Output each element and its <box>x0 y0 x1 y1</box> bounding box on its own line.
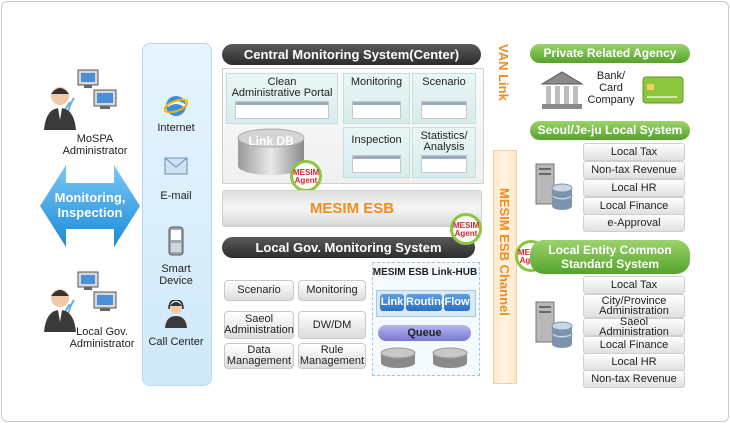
seoul-jeju-title: Seoul/Je-ju Local System <box>530 121 690 140</box>
entity-item: Non-tax Revenue <box>583 370 685 388</box>
scenario-screenshot <box>421 101 467 119</box>
email-icon <box>164 157 188 175</box>
rule-management-item: Rule Management <box>298 343 366 369</box>
inspection-module: Inspection <box>343 127 410 178</box>
hub-queue-bar: Queue <box>378 325 471 341</box>
bank-icon <box>540 71 584 109</box>
private-agency-title: Private Related Agency <box>530 44 690 63</box>
entity-item: Local HR <box>583 353 685 371</box>
monitoring-screenshot <box>352 101 401 119</box>
mospa-administrator-icon <box>44 69 117 130</box>
seoul-item: Local HR <box>583 179 685 197</box>
hub-link-button: Link <box>380 294 404 311</box>
seoul-item: e-Approval <box>583 214 685 232</box>
call-center-icon <box>165 300 187 328</box>
entity-item: Local Finance <box>583 336 685 354</box>
local-monitoring-item: Monitoring <box>298 280 366 301</box>
access-channel-column <box>142 43 212 386</box>
call-center-label: Call Center <box>148 336 204 348</box>
saeol-administration-label: Saeol Administration <box>224 313 294 336</box>
mesim-agent-esb-label: MESIM Agent <box>453 221 480 238</box>
mesim-esb-bar: MESIM ESB <box>222 190 482 227</box>
mesim-agent-center-badge: MESIM Agent <box>290 160 322 192</box>
seoul-server-icon <box>535 163 573 210</box>
local-gov-monitoring-title: Local Gov. Monitoring System <box>222 237 475 258</box>
card-icon <box>642 76 684 104</box>
seoul-item: Local Tax <box>583 143 685 161</box>
monitoring-arrow-icon <box>40 165 140 247</box>
internet-icon <box>164 96 188 116</box>
local-entity-title: Local Entity Common Standard System <box>530 240 690 274</box>
esb-channel-label: MESIM ESB Channel <box>497 188 512 316</box>
hub-routing-button: Routing <box>406 294 448 311</box>
local-gov-administrator-label: Local Gov. Administrator <box>69 326 135 350</box>
rule-management-label: Rule Management <box>299 344 365 367</box>
dw-dm-label: DW/DM <box>312 318 352 331</box>
van-link-label: VAN Link <box>496 44 511 101</box>
hub-db-right-icon <box>432 347 468 368</box>
statistics-module: Statistics/ Analysis <box>412 127 476 178</box>
inspection-screenshot <box>352 155 401 173</box>
dw-dm-item: DW/DM <box>298 311 366 339</box>
scenario-module: Scenario <box>412 73 476 124</box>
monitoring-module: Monitoring <box>343 73 410 124</box>
link-db-icon <box>237 128 305 175</box>
clean-portal-module: Clean Administrative Portal <box>226 73 338 124</box>
link-hub-title: MESIM ESB Link-HUB <box>372 267 478 278</box>
statistics-screenshot <box>421 155 467 173</box>
bank-card-label: Bank/ Card Company <box>587 70 635 106</box>
scenario-label: Scenario <box>422 76 466 88</box>
mesim-agent-center-label: MESIM Agent <box>293 168 320 185</box>
central-monitoring-title: Central Monitoring System(Center) <box>222 44 481 65</box>
hub-db-left-icon <box>380 347 416 368</box>
entity-item: City/Province Administration <box>583 294 685 318</box>
local-scenario-label: Scenario <box>237 284 281 296</box>
clean-portal-label: Clean Administrative Portal <box>231 76 333 99</box>
mesim-agent-esb-badge: MESIM Agent <box>450 213 482 245</box>
local-monitoring-label: Monitoring <box>306 284 358 296</box>
seoul-item: Local Finance <box>583 197 685 215</box>
statistics-label: Statistics/ Analysis <box>420 130 468 153</box>
email-label: E-mail <box>160 190 192 202</box>
data-management-label: Data Management <box>226 344 292 367</box>
smart-device-label: Smart Device <box>159 263 193 287</box>
link-db-label: Link DB <box>248 134 294 148</box>
smart-device-icon <box>168 226 184 256</box>
hub-flow-button: Flow <box>444 294 470 311</box>
entity-item: Local Tax <box>583 276 685 294</box>
local-scenario-item: Scenario <box>224 280 294 301</box>
mospa-administrator-label: MoSPA Administrator <box>62 133 128 157</box>
monitoring-arrow-label: Monitoring, Inspection <box>54 190 126 220</box>
inspection-label: Inspection <box>351 134 402 146</box>
seoul-item: Non-tax Revenue <box>583 161 685 179</box>
saeol-administration-item: Saeol Administration <box>224 311 294 339</box>
clean-portal-screenshot <box>235 101 329 119</box>
local-gov-administrator-icon <box>44 271 117 332</box>
monitoring-label: Monitoring <box>350 76 403 88</box>
data-management-item: Data Management <box>224 343 294 369</box>
entity-server-icon <box>535 301 573 348</box>
internet-label: Internet <box>157 122 195 134</box>
entity-item: Saeol Administration <box>583 317 685 338</box>
esb-channel-bar <box>493 150 517 384</box>
